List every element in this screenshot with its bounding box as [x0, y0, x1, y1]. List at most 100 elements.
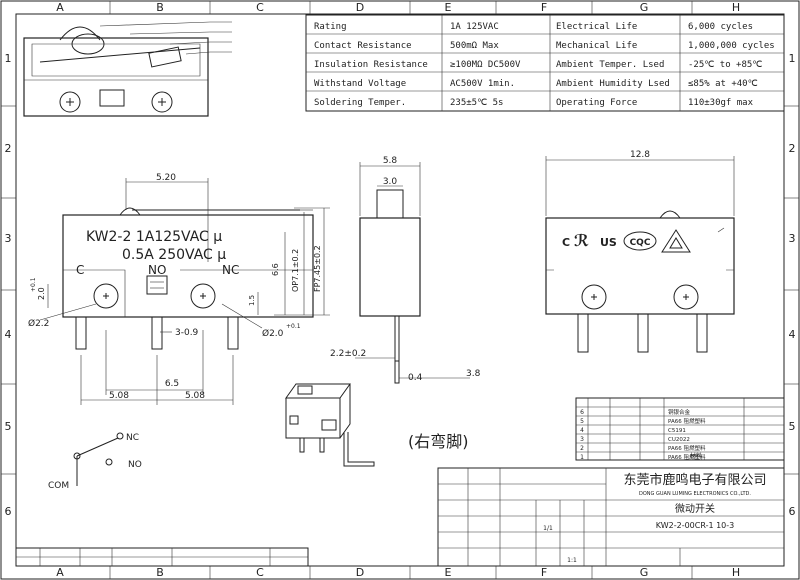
bom-row-material: C5191 [668, 428, 686, 434]
dim-hole-diameter-right: Ø2.0 [262, 328, 284, 339]
spec-label-3: Insulation Resistance [314, 60, 428, 70]
grid-col-top-E: E [445, 1, 452, 14]
part-number: KW2-2-00CR-1 10-3 [656, 521, 735, 530]
internal-view [23, 21, 232, 117]
pin-c [75, 316, 87, 350]
grid-row-right-5: 5 [789, 420, 796, 433]
grid-col-bottom-H: H [732, 566, 740, 579]
back-view-body [545, 217, 735, 315]
bom-row-number: 4 [580, 427, 584, 434]
grid-col-bottom-A: A [56, 566, 64, 579]
bom-row-number: 3 [580, 436, 584, 443]
grid-col-bottom-G: G [640, 566, 649, 579]
bom-material-header: 材料 [690, 452, 702, 460]
dim-pitch-a: 5.08 [109, 391, 129, 401]
spec-label-1: Electrical Life [556, 22, 637, 32]
bom-row-material: PA66 阻燃塑料 [668, 417, 706, 425]
grid-rows: 1 1 2 2 3 3 4 4 5 5 6 6 [1, 52, 799, 518]
grid-row-left-4: 4 [5, 328, 12, 341]
dim-6-5: 6.5 [165, 379, 179, 389]
grid-col-top-G: G [640, 1, 649, 14]
pin-label-c: C [76, 263, 84, 277]
ul-mark: ℛ [574, 231, 589, 250]
grid-col-bottom-D: D [356, 566, 364, 579]
iso-caption: (右弯脚) [408, 432, 469, 451]
side-view-actuator [376, 189, 404, 219]
pin-nc [227, 316, 239, 350]
cert-us: US [600, 236, 617, 249]
pin-no [151, 316, 163, 350]
spec-value-1: 1A 125VAC [450, 22, 499, 32]
cert-c: C [562, 236, 570, 249]
spec-label-5: Operating Force [556, 98, 637, 108]
warning-triangle-icon [661, 229, 691, 253]
spec-label-3: Ambient Temper. Lsed [556, 60, 664, 70]
dim-back-width: 12.8 [630, 150, 650, 160]
grid-row-right-6: 6 [789, 505, 796, 518]
dim-op: OP7.1±0.2 [291, 249, 300, 292]
dim-hole-diameter-left: Ø2.2 [28, 318, 49, 329]
grid-row-left-3: 3 [5, 232, 12, 245]
grid-row-left-5: 5 [5, 420, 12, 433]
spec-label-2: Contact Resistance [314, 41, 412, 51]
bom-row-number: 5 [580, 418, 584, 425]
schematic-com: COM [48, 481, 69, 491]
marking-line-2: 0.5A 250VAC μ [122, 247, 226, 263]
back-view: 12.8 C ℛ US CQC [545, 150, 735, 353]
dim-actuator-width: 3.0 [383, 177, 398, 187]
mounting-hole-right [190, 283, 216, 309]
spec-label-5: Soldering Temper. [314, 98, 406, 108]
spec-label-1: Rating [314, 22, 347, 32]
grid-col-bottom-F: F [541, 566, 547, 579]
company-name-en: DONG GUAN LUMING ELECTRONICS CO.,LTD. [639, 491, 751, 497]
bom-row-material: PA66 阻燃塑料 [668, 453, 706, 461]
front-view-body [62, 214, 314, 318]
bom-row-number: 6 [580, 409, 584, 416]
bom-row-number: 1 [580, 454, 584, 461]
cqc-mark [623, 231, 657, 251]
spec-label-2: Mechanical Life [556, 41, 637, 51]
schematic-no: NO [128, 460, 142, 470]
dim-hole-right-tol: +0.1 [286, 323, 301, 330]
spec-value-3: -25℃ to +85℃ [688, 60, 762, 70]
grid-col-top-B: B [156, 1, 164, 14]
dim-pin-thickness: 0.4 [408, 373, 423, 383]
spec-value-4: ≤85% at +40℃ [688, 79, 758, 89]
grid-col-top-A: A [56, 1, 64, 14]
dim-bend: 3.8 [466, 369, 481, 379]
schematic-nc: NC [126, 433, 139, 443]
isometric-view: (右弯脚) [285, 383, 469, 467]
marking-line-1: KW2-2 1A125VAC μ [86, 229, 222, 245]
pin-label-nc: NC [222, 263, 239, 277]
switch-schematic: NC NO COM [48, 432, 142, 491]
bom-row-material: CU2022 [668, 437, 690, 443]
grid-row-left-1: 1 [5, 52, 12, 65]
dim-side-width: 5.8 [383, 156, 398, 166]
grid-row-right-2: 2 [789, 142, 796, 155]
dim-1-5: 1.5 [248, 295, 256, 306]
spec-value-2: 500mΩ Max [450, 41, 499, 51]
grid-row-left-2: 2 [5, 142, 12, 155]
spec-label-4: Ambient Humidity Lsed [556, 79, 670, 89]
grid-col-top-H: H [732, 1, 740, 14]
grid-col-top-C: C [256, 1, 264, 14]
spec-value-4: AC500V 1min. [450, 79, 515, 89]
grid-row-left-6: 6 [5, 505, 12, 518]
company-name: 东莞市鹿鸣电子有限公司 [623, 472, 766, 488]
dim-pin-length: 2.2±0.2 [330, 349, 366, 359]
scale: 1:1 [567, 557, 577, 564]
spec-value-3: ≥100MΩ DC500V [450, 60, 521, 70]
dim-fp: FP7.45±0.2 [313, 245, 322, 292]
front-view: 5.20 KW2-2 1A125VAC μ 0.5A 250VAC μ C NO… [28, 173, 330, 405]
dim-top-width: 5.20 [156, 173, 176, 183]
dim-hole-offset-tol: +0.1 [30, 277, 37, 292]
cert-cqc: CQC [630, 238, 651, 248]
revision-block [15, 547, 309, 567]
side-view-body [359, 217, 421, 317]
dim-hole-offset: 2.0 [37, 287, 46, 300]
